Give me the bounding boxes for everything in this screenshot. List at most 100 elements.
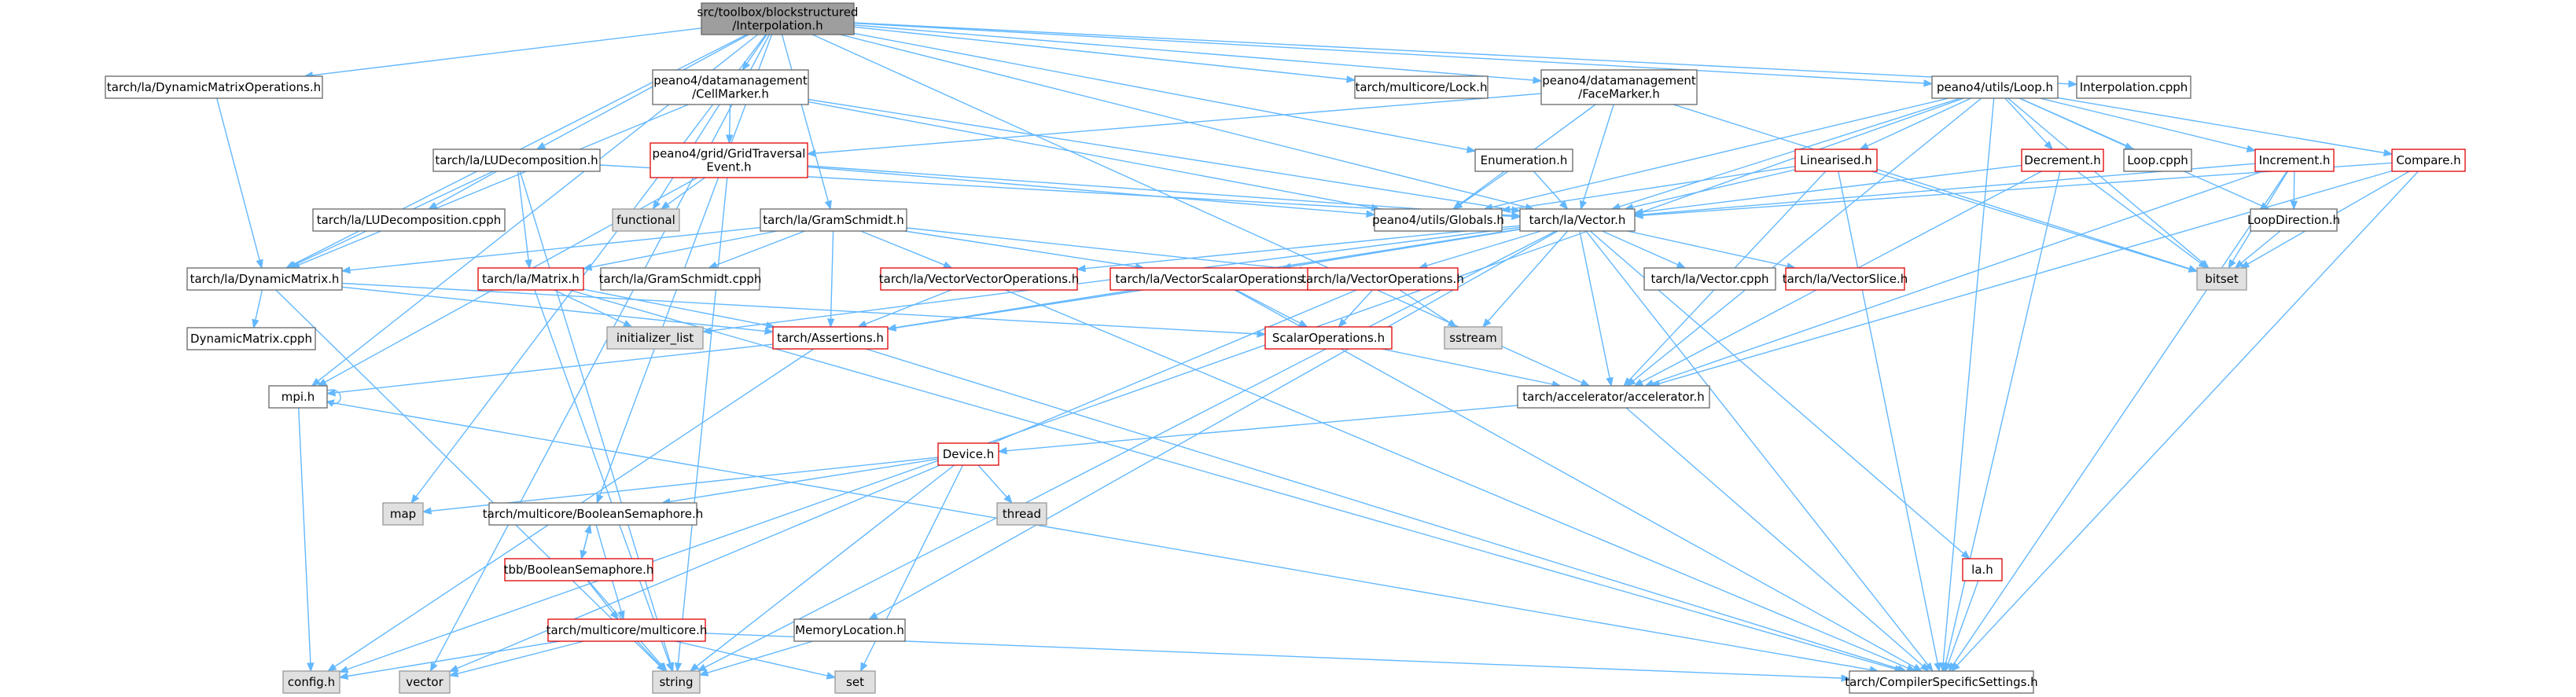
node-matrix[interactable]: tarch/la/Matrix.h (477, 267, 584, 291)
node-label: src/toolbox/blockstructured (697, 6, 859, 20)
edge-lah-to-css (1945, 580, 1979, 673)
node-label: tarch/la/VectorScalarOperations.h (1115, 272, 1314, 286)
node-increment[interactable]: Increment.h (2254, 149, 2335, 172)
edge-matrix-to-assertions (583, 288, 776, 329)
node-css[interactable]: tarch/CompilerSpecificSettings.h (1845, 670, 2038, 694)
node-label: bitset (2205, 272, 2239, 286)
node-memloc[interactable]: MemoryLocation.h (793, 618, 906, 642)
node-dmcpph[interactable]: DynamicMatrix.cpph (186, 327, 316, 350)
edge-multicore-to-config (338, 640, 561, 680)
node-facemarker[interactable]: peano4/datamanagement/FaceMarker.h (1540, 69, 1698, 105)
node-lud[interactable]: tarch/la/LUDecomposition.h (432, 149, 601, 172)
edge-root-to-enumeration (853, 32, 1477, 153)
node-set[interactable]: set (834, 670, 876, 694)
node-loopcpph[interactable]: Loop.cpph (2123, 149, 2192, 172)
edge-root-to-vectorsys (429, 34, 771, 673)
edge-root-to-interpcpph (853, 22, 2078, 88)
node-assertions[interactable]: tarch/Assertions.h (772, 326, 889, 350)
node-decrement[interactable]: Decrement.h (2021, 149, 2104, 172)
node-lah[interactable]: la.h (1962, 558, 2003, 581)
node-compare[interactable]: Compare.h (2391, 149, 2466, 172)
node-vo[interactable]: tarch/la/VectorOperations.h (1301, 267, 1464, 291)
edge-vector-to-memloc (868, 230, 1558, 620)
node-label: ScalarOperations.h (1272, 331, 1385, 345)
node-enumeration[interactable]: Enumeration.h (1474, 149, 1573, 172)
node-interpcpph[interactable]: Interpolation.cpph (2076, 75, 2191, 99)
node-vectorcpph[interactable]: tarch/la/Vector.cpph (1643, 267, 1776, 291)
edge-decrement-to-css (1941, 171, 2061, 673)
node-label: tarch/CompilerSpecificSettings.h (1845, 675, 2037, 689)
node-label: sstream (1449, 331, 1496, 345)
edge-vso-to-scalarops (1235, 289, 1308, 328)
node-functional[interactable]: functional (612, 208, 680, 232)
node-sstream[interactable]: sstream (1444, 326, 1503, 350)
edge-vector-to-lah (1589, 230, 1971, 559)
node-cellmarker[interactable]: peano4/datamanagement/CellMarker.h (652, 69, 809, 105)
edge-compare-to-css (1951, 171, 2419, 672)
node-label: peano4/utils/Globals.h (1372, 213, 1504, 227)
edge-gramschmidt-to-assertions (826, 230, 835, 328)
edge-dmo-to-dynmatrix (216, 97, 263, 270)
node-tbbsem[interactable]: tbb/BooleanSemaphore.h (504, 558, 654, 581)
node-label: string (659, 675, 693, 689)
node-dynmatrix[interactable]: tarch/la/DynamicMatrix.h (186, 267, 343, 291)
edge-vector-to-vvo (1076, 225, 1521, 273)
node-globals[interactable]: peano4/utils/Globals.h (1372, 208, 1504, 232)
node-label: set (846, 675, 864, 689)
edge-increment-to-loopdir (2290, 171, 2298, 211)
node-label: vector (406, 675, 443, 689)
node-accelerator[interactable]: tarch/accelerator/accelerator.h (1517, 385, 1710, 409)
node-multicore[interactable]: tarch/multicore/multicore.h (546, 618, 708, 642)
node-string[interactable]: string (652, 670, 701, 694)
edge-gramschmidt-to-vso (904, 230, 1145, 271)
node-label: tarch/la/Vector.h (1529, 213, 1626, 227)
node-config[interactable]: config.h (282, 670, 340, 694)
node-dmo[interactable]: tarch/la/DynamicMatrixOperations.h (105, 75, 323, 99)
node-label: Enumeration.h (1481, 153, 1568, 167)
edge-matrix-to-css (569, 289, 1904, 673)
node-label: LoopDirection.h (2247, 213, 2340, 227)
node-vvo[interactable]: tarch/la/VectorVectorOperations.h (879, 267, 1079, 291)
node-label: tarch/accelerator/accelerator.h (1522, 390, 1704, 404)
edge-loop-to-accelerator (1626, 97, 1982, 387)
node-root[interactable]: src/toolbox/blockstructured/Interpolatio… (697, 2, 859, 35)
node-lock[interactable]: tarch/multicore/Lock.h (1354, 75, 1489, 99)
node-initlist[interactable]: initializer_list (606, 326, 704, 350)
node-label: tarch/multicore/Lock.h (1355, 80, 1487, 94)
node-label: Event.h (706, 160, 751, 174)
edge-loop-to-compare (2057, 97, 2394, 157)
node-label: /Interpolation.h (732, 19, 822, 33)
node-loop[interactable]: peano4/utils/Loop.h (1931, 75, 2059, 99)
node-label: MemoryLocation.h (795, 623, 904, 637)
node-vectorslice[interactable]: tarch/la/VectorSlice.h (1783, 267, 1908, 291)
node-label: Interpolation.cpph (2080, 80, 2188, 94)
edge-gte-to-vector (807, 165, 1522, 219)
edge-linearised-to-bitset (1871, 171, 2199, 273)
edge-loop-to-css (1939, 97, 1995, 673)
node-gramschmidt[interactable]: tarch/la/GramSchmidt.h (760, 208, 907, 232)
edge-multicore-to-set (675, 640, 837, 680)
node-scalarops[interactable]: ScalarOperations.h (1264, 326, 1393, 350)
node-vectorsys[interactable]: vector (399, 670, 451, 694)
node-loopdir[interactable]: LoopDirection.h (2247, 208, 2340, 232)
edge-linearised-to-globals (1500, 166, 1796, 213)
edge-dynmatrix-to-assertions (341, 286, 775, 335)
edge-vo-to-vectorsys (448, 289, 1357, 673)
edge-mpi-to-config (298, 407, 315, 673)
node-device[interactable]: Device.h (937, 442, 999, 466)
edge-matrix-to-initlist (554, 289, 633, 328)
node-label: tarch/la/Matrix.h (482, 272, 580, 286)
node-linearised[interactable]: Linearised.h (1794, 149, 1878, 172)
node-vector[interactable]: tarch/la/Vector.h (1519, 208, 1636, 232)
node-label: tarch/Assertions.h (777, 331, 884, 345)
node-bitset[interactable]: bitset (2196, 267, 2247, 291)
edge-vo-to-sstream (1399, 289, 1458, 328)
node-vso[interactable]: tarch/la/VectorScalarOperations.h (1110, 267, 1320, 291)
node-gscpph[interactable]: tarch/la/GramSchmidt.cpph (599, 267, 762, 291)
node-mpi[interactable]: mpi.h (268, 385, 328, 409)
node-map[interactable]: map (382, 502, 424, 526)
node-thread[interactable]: thread (996, 502, 1047, 526)
node-boolsem[interactable]: tarch/multicore/BooleanSemaphore.h (483, 502, 703, 526)
node-ludcpp[interactable]: tarch/la/LUDecomposition.cpph (312, 208, 506, 232)
